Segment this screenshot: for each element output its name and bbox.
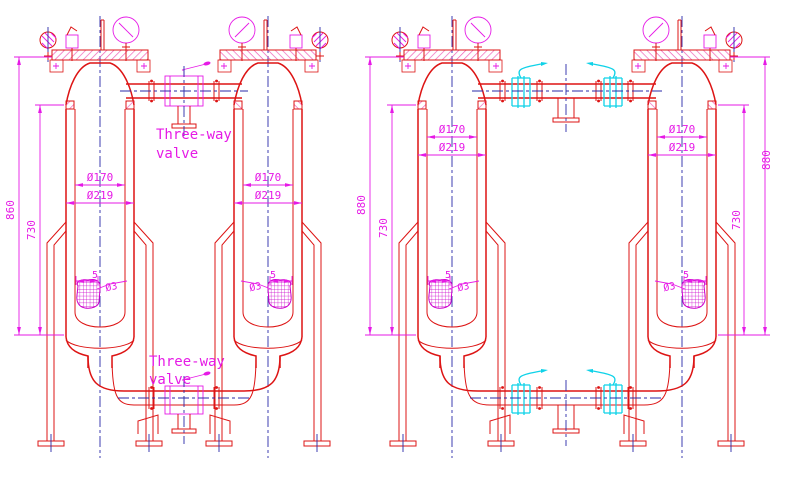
dim-basket-hole: Ø3 bbox=[104, 280, 118, 294]
dim-basket-width: 5 bbox=[92, 270, 98, 281]
dim-inner-diameter: Ø170 bbox=[87, 171, 114, 184]
dim-outer-diameter: Ø219 bbox=[669, 141, 696, 154]
shutoff-valve-icon bbox=[511, 62, 548, 108]
dim-overall-height-right: 880 bbox=[760, 150, 773, 170]
dim-inner-diameter: Ø170 bbox=[439, 123, 466, 136]
dim-basket-width: 5 bbox=[270, 270, 276, 281]
dim-basket-hole: Ø3 bbox=[456, 280, 470, 294]
dim-shell-height: 730 bbox=[25, 220, 38, 240]
left-top-manifold bbox=[120, 61, 248, 136]
left-vessel-left-dims: Ø170 Ø219 5 Ø3 bbox=[66, 171, 134, 294]
right-top-manifold bbox=[472, 62, 662, 132]
dim-overall-height-left: 880 bbox=[355, 195, 368, 215]
three-way-valve-label-bottom-line2: valve bbox=[149, 372, 191, 388]
dim-shell-height-left: 730 bbox=[377, 218, 390, 238]
dim-outer-diameter: Ø219 bbox=[439, 141, 466, 154]
right-view-height-dims-left: 880 730 bbox=[355, 56, 416, 336]
right-vessel-left-dims: Ø170 Ø219 5 Ø3 bbox=[418, 123, 486, 294]
right-view: 880 730 880 730 Ø170 Ø219 5 Ø3 Ø170 Ø219… bbox=[355, 16, 773, 458]
right-bottom-manifold bbox=[439, 355, 695, 446]
dim-inner-diameter: Ø170 bbox=[255, 171, 282, 184]
left-view-height-dims: 860 730 bbox=[4, 56, 64, 336]
right-vessel-right-dims: Ø170 Ø219 5 Ø3 bbox=[648, 123, 716, 294]
valve-handle bbox=[181, 63, 207, 76]
dim-outer-diameter: Ø219 bbox=[87, 189, 114, 202]
left-vessel-right-dims: Ø170 Ø219 5 Ø3 bbox=[234, 171, 302, 294]
three-way-valve-label-top-line1: Three-way bbox=[156, 127, 232, 143]
shutoff-valve-icon bbox=[511, 369, 548, 415]
dim-inner-diameter: Ø170 bbox=[669, 123, 696, 136]
dim-basket-width: 5 bbox=[445, 270, 451, 281]
three-way-valve-label-top-line2: valve bbox=[156, 146, 198, 162]
shutoff-valve-icon bbox=[586, 62, 623, 108]
dim-outer-diameter: Ø219 bbox=[255, 189, 282, 202]
dim-overall-height: 860 bbox=[4, 200, 17, 220]
dim-basket-width: 5 bbox=[683, 270, 689, 281]
left-view: Three-way valve Three-way valve 860 730 … bbox=[4, 16, 330, 458]
left-bottom-manifold bbox=[87, 355, 281, 444]
dim-shell-height-right: 730 bbox=[730, 210, 743, 230]
dim-basket-hole: Ø3 bbox=[662, 280, 676, 294]
right-view-height-dims-right: 880 730 bbox=[718, 56, 773, 336]
dim-basket-hole: Ø3 bbox=[248, 280, 262, 294]
shutoff-valve-icon bbox=[586, 369, 623, 415]
three-way-valve-label-bottom-line1: Three-way bbox=[149, 354, 225, 370]
